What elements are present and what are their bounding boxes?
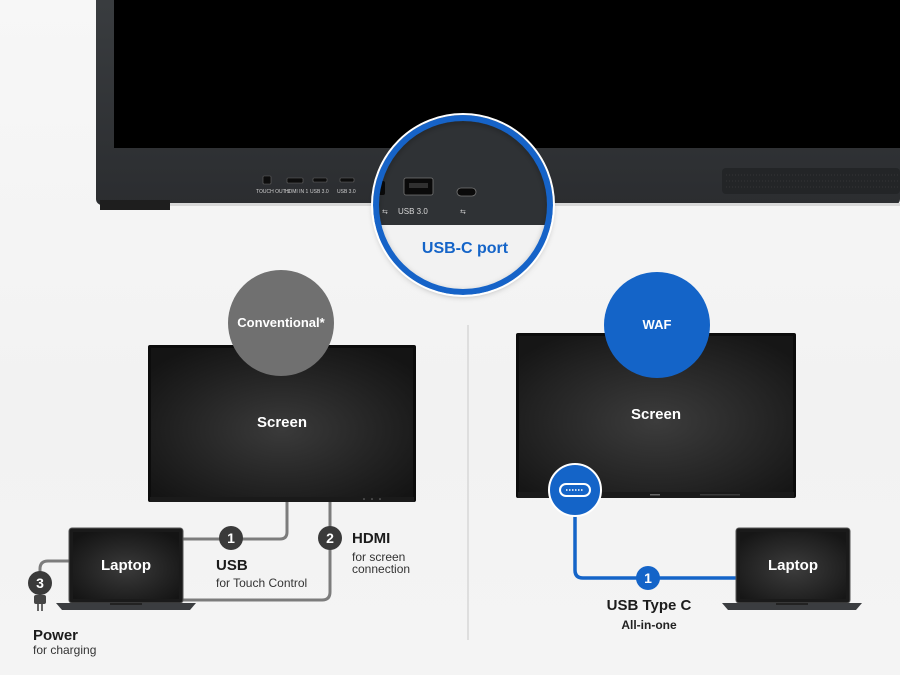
zoom-magnifier: ⇆ ⇆ bbox=[371, 113, 555, 297]
conventional-screen-label: Screen bbox=[256, 414, 308, 431]
step-2-badge bbox=[318, 526, 342, 550]
conventional-screen bbox=[148, 345, 416, 502]
usb-c-port-icon bbox=[548, 463, 602, 517]
step-3-number: 3 bbox=[36, 575, 44, 591]
usb-subtitle: for Touch Control bbox=[216, 576, 308, 590]
usb-title: USB bbox=[216, 557, 248, 574]
waf-badge bbox=[604, 272, 710, 378]
waf-laptop bbox=[722, 527, 862, 610]
waf-laptop-label: Laptop bbox=[768, 557, 818, 574]
port-label-usb-2: USB 3.0 bbox=[337, 189, 356, 195]
hdmi-port bbox=[286, 177, 304, 184]
top-display bbox=[96, 0, 900, 210]
port-label-hdmi: HDMI IN 1 bbox=[285, 189, 309, 195]
touch-out-port bbox=[262, 175, 272, 185]
port-label-touch-out: TOUCH OUT 1 bbox=[256, 189, 290, 195]
step-3-badge bbox=[28, 571, 52, 595]
conventional-badge bbox=[228, 270, 334, 376]
hdmi-title: HDMI bbox=[352, 530, 391, 547]
waf-badge-label: WAF bbox=[642, 317, 672, 332]
waf-step-1-badge bbox=[636, 566, 660, 590]
waf-step-1-number: 1 bbox=[644, 570, 652, 586]
hdmi-subtitle: for screen connection bbox=[352, 550, 411, 576]
speaker-grille bbox=[722, 168, 900, 194]
zoom-usbc-port bbox=[456, 187, 477, 197]
waf-screen-label: Screen bbox=[630, 406, 682, 423]
svg-text:⇆: ⇆ bbox=[460, 209, 466, 216]
usb-type-c-cable bbox=[573, 500, 738, 580]
conventional-laptop-label: Laptop bbox=[101, 557, 151, 574]
conventional-laptop bbox=[56, 527, 196, 610]
step-2-number: 2 bbox=[326, 530, 334, 546]
conventional-cables bbox=[38, 502, 332, 602]
usb-port-2 bbox=[339, 177, 355, 183]
zoom-caption: USB-C port bbox=[421, 240, 509, 257]
power-subtitle: for charging bbox=[33, 643, 97, 657]
power-plug-icon bbox=[34, 595, 46, 611]
usb-port-1 bbox=[312, 177, 328, 183]
svg-text:⇆: ⇆ bbox=[382, 209, 388, 216]
step-1-badge bbox=[219, 526, 243, 550]
power-title: Power bbox=[33, 627, 79, 644]
port-label-usb-1: USB 3.0 bbox=[310, 189, 329, 195]
zoom-port-label-usb: USB 3.0 bbox=[398, 207, 428, 216]
step-1-number: 1 bbox=[227, 530, 235, 546]
usb-type-c-subtitle: All-in-one bbox=[621, 618, 677, 632]
usb-type-c-title: USB Type C bbox=[606, 597, 692, 614]
conventional-badge-label: Conventional* bbox=[237, 315, 325, 330]
